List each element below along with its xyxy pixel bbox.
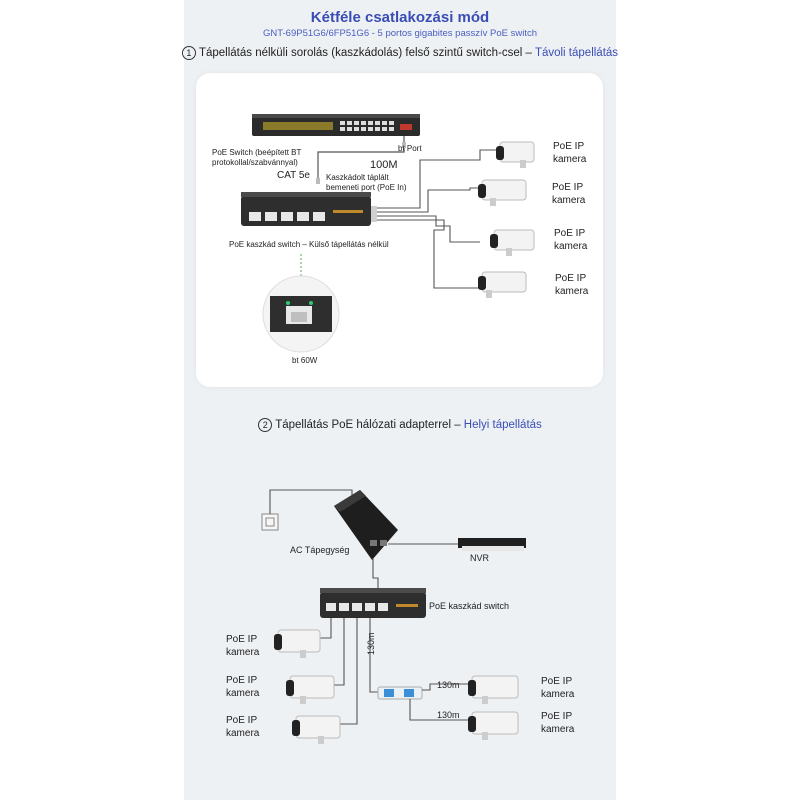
- cascade-switch-label-2: PoE kaszkád switch: [429, 601, 510, 611]
- connector-icon: [402, 142, 406, 148]
- camera-icon: [286, 675, 335, 704]
- camera-icon: [274, 629, 321, 658]
- camera-icon: [496, 141, 535, 168]
- section2-number: 2: [258, 418, 273, 432]
- distance-vertical-label: 130m: [366, 632, 376, 655]
- camera-label: PoE IP kamera: [555, 273, 589, 297]
- camera-icon: [478, 271, 527, 298]
- port-zoom-detail: [262, 275, 340, 353]
- cascade-input-label: Kaszkádolt táplált bemeneti port (PoE In…: [326, 173, 407, 192]
- camera-label: PoE IP kamera: [226, 715, 260, 739]
- camera-label: PoE IP kamera: [553, 141, 587, 165]
- section2-heading-highlight: Helyi tápellátás: [463, 419, 542, 431]
- camera-icon: [490, 229, 535, 256]
- section2-heading-text: Tápellátás PoE hálózati adapterrel –: [275, 419, 464, 431]
- distance-label-2: 130m: [437, 710, 460, 720]
- cable-label: CAT 5e: [277, 170, 310, 181]
- camera-label: PoE IP kamera: [552, 182, 586, 206]
- power-label: bt 60W: [292, 356, 318, 365]
- section1-heading-text: Tápellátás nélküli sorolás (kaszkádolás)…: [198, 47, 535, 59]
- camera-label: PoE IP kamera: [541, 711, 575, 735]
- camera-icon: [468, 675, 519, 704]
- section1-heading-highlight: Távoli tápellátás: [534, 47, 619, 59]
- poe-extender-device: [377, 686, 423, 700]
- nvr-label: NVR: [470, 553, 490, 563]
- cascade-switch-label: PoE kaszkád switch – Külső tápellátás né…: [229, 240, 389, 249]
- camera-icon: [468, 711, 519, 740]
- camera-label: PoE IP kamera: [554, 228, 588, 252]
- poe-switch-label: PoE Switch (beépített BT protokollal/sza…: [212, 148, 302, 167]
- camera-icon: [292, 715, 341, 744]
- power-supply-label: AC Tápegység: [290, 545, 350, 555]
- page-subtitle: GNT-69P51G6/6FP51G6 - 5 portos gigabites…: [262, 28, 538, 39]
- wall-outlet-icon: [261, 513, 279, 531]
- section1-number: 1: [181, 46, 196, 60]
- poe-adapter-device: [334, 490, 398, 560]
- cascade-switch-device: [241, 192, 371, 226]
- cascade-switch-device-2: [320, 588, 426, 618]
- camera-label: PoE IP kamera: [226, 634, 260, 658]
- connector-icon: [316, 178, 320, 184]
- poe-switch-device: [252, 114, 420, 136]
- page-title: Kétféle csatlakozási mód: [310, 9, 490, 26]
- bt-port-label: bt Port: [398, 144, 422, 153]
- camera-icon: [478, 179, 527, 206]
- camera-label: PoE IP kamera: [541, 676, 575, 700]
- distance-label-1: 130m: [437, 680, 460, 690]
- speed-label: 100M: [370, 159, 398, 171]
- nvr-device: [458, 538, 526, 551]
- camera-cables: [376, 149, 498, 289]
- camera-label: PoE IP kamera: [226, 675, 260, 699]
